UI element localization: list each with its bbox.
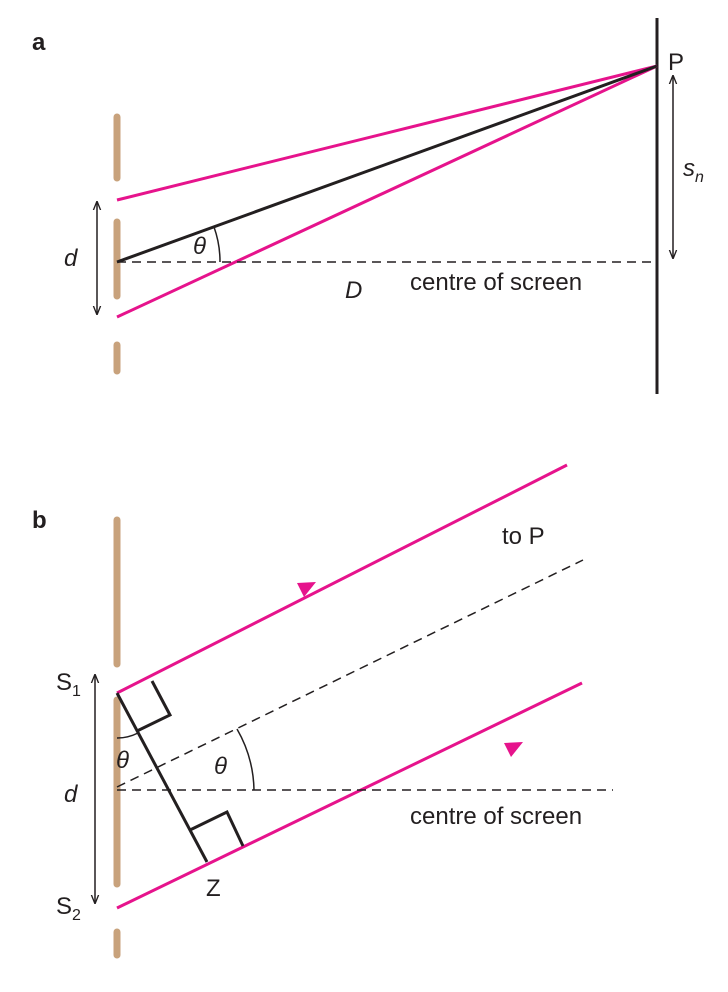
point-z-label: Z <box>206 875 221 902</box>
ray-s2-arrowhead <box>504 742 523 757</box>
ray-s2 <box>116 681 583 910</box>
perpendicular-line <box>115 692 209 863</box>
to-p-label: to P <box>502 523 545 550</box>
angle-arc <box>213 226 221 263</box>
separation-label-b: d <box>64 781 78 808</box>
right-angle-mark-s1 <box>136 680 173 733</box>
right-angle-mark-z <box>189 809 245 847</box>
panel-b: b θ θ d S1 S2 Z to P <box>32 463 613 959</box>
separation-label: d <box>64 245 78 272</box>
ray-lower-slit <box>116 64 658 319</box>
angle-arc-centre <box>236 728 255 791</box>
line-to-p <box>116 559 584 788</box>
panel-a: a θ d D centre of screen P sn <box>32 18 704 394</box>
panel-b-label: b <box>32 507 47 534</box>
angle-arc-slit <box>116 732 139 739</box>
s1-subscript: 1 <box>72 683 81 700</box>
s2-letter: S <box>56 893 72 920</box>
ray-center <box>116 64 658 264</box>
panel-a-label: a <box>32 29 46 56</box>
s1-letter: S <box>56 669 72 696</box>
centre-of-screen-label-b: centre of screen <box>410 803 582 830</box>
sn-subscript: n <box>695 169 704 186</box>
s2-subscript: 2 <box>72 907 81 924</box>
distance-label: D <box>345 277 362 304</box>
point-p-label: P <box>668 49 684 76</box>
sn-label: sn <box>683 155 704 186</box>
ray-upper-slit <box>116 64 658 202</box>
ray-s1-arrowhead <box>297 582 316 597</box>
s2-label: S2 <box>56 893 81 924</box>
s1-label: S1 <box>56 669 81 700</box>
angle-label: θ <box>193 233 206 260</box>
centre-of-screen-label: centre of screen <box>410 269 582 296</box>
angle-label-slit: θ <box>116 747 129 774</box>
angle-label-centre: θ <box>214 753 227 780</box>
sn-symbol: s <box>683 155 695 182</box>
ray-s1 <box>116 463 568 695</box>
